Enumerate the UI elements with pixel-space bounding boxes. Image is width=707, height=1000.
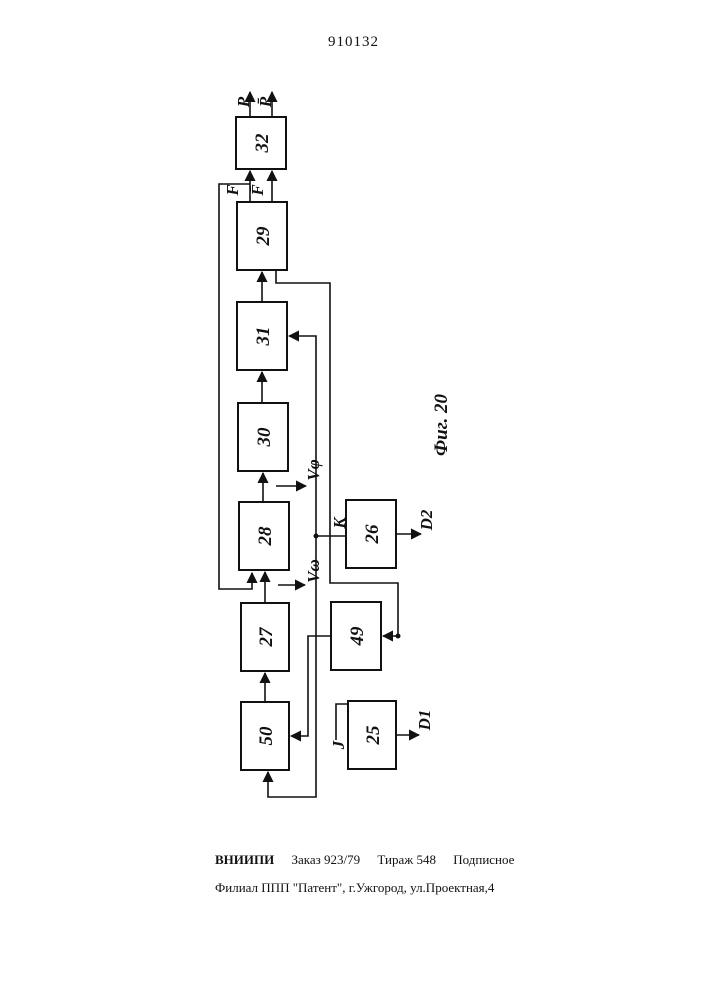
svg-text:30: 30 [254, 427, 275, 448]
block-29: 29 [237, 202, 287, 270]
svg-text:25: 25 [363, 725, 384, 746]
svg-text:27: 27 [256, 626, 277, 648]
wire-k-to-31 [289, 336, 316, 536]
figure-caption: Фиг. 20 [431, 394, 452, 456]
wire-j-to-25 [336, 704, 348, 740]
footer-order: Заказ 923/79 [291, 852, 360, 867]
label-v-phi: Vφ [304, 459, 323, 480]
label-v-omega: Vω [304, 559, 323, 583]
svg-text:49: 49 [347, 626, 368, 647]
svg-text:31: 31 [253, 327, 274, 347]
svg-text:50: 50 [256, 726, 277, 746]
footer-imprint: ВНИИПИ Заказ 923/79 Тираж 548 Подписное [215, 852, 528, 868]
svg-text:26: 26 [362, 524, 383, 545]
block-49: 49 [331, 602, 381, 670]
label-j: J [329, 740, 348, 750]
block-30: 30 [238, 403, 288, 471]
label-p: P [234, 96, 253, 108]
block-32: 32 [236, 117, 286, 169]
svg-text:28: 28 [255, 526, 276, 547]
block-26: 26 [346, 500, 396, 568]
block-50: 50 [241, 702, 289, 770]
footer-circulation: Тираж 548 [377, 852, 436, 867]
label-d1: D1 [415, 710, 434, 732]
svg-text:32: 32 [252, 133, 273, 154]
label-f: F [223, 184, 242, 197]
svg-text:29: 29 [253, 226, 274, 247]
footer-branch: Филиал ППП "Патент", г.Ужгород, ул.Проек… [215, 880, 494, 896]
wire-29-to-49 [276, 270, 398, 636]
block-28: 28 [239, 502, 289, 570]
label-f-bar: F̄ [248, 184, 267, 197]
block-31: 31 [237, 302, 287, 370]
block-25: 25 [348, 701, 396, 769]
footer-org: ВНИИПИ [215, 852, 274, 867]
label-k: K [330, 516, 349, 530]
footer-subscription: Подписное [453, 852, 514, 867]
label-d2: D2 [417, 509, 436, 531]
label-p-bar: P̄ [256, 96, 275, 108]
block-27: 27 [241, 603, 289, 671]
wire-49-to-50 [291, 636, 331, 736]
